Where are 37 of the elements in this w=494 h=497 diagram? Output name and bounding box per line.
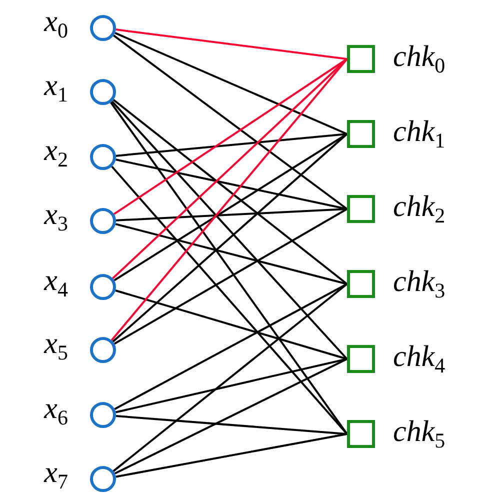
connector-line (115, 290, 348, 360)
variable-label: x$_{3}$ (44, 197, 68, 233)
connector-line (116, 433, 348, 478)
connector-line (113, 34, 348, 210)
variable-label: x$_{2}$ (44, 133, 68, 169)
connector-line (115, 358, 348, 414)
connector-line (112, 283, 348, 472)
connector-line (116, 28, 348, 60)
connector-line (111, 100, 348, 360)
variable-label: x$_{4}$ (44, 263, 68, 299)
variable-label: x$_{0}$ (44, 4, 68, 40)
check-label: chk$_{1}$ (393, 114, 446, 150)
connector-line (116, 208, 348, 222)
connector-line (116, 133, 348, 157)
connector-line (114, 208, 348, 345)
variable-label: x$_{1}$ (44, 68, 68, 104)
connector-line (116, 414, 348, 435)
connector-line (112, 98, 348, 285)
connector-line (114, 133, 348, 282)
variable-label: x$_{7}$ (44, 455, 68, 491)
connector-line (115, 223, 348, 285)
check-label: chk$_{0}$ (393, 39, 446, 75)
connector-line (112, 58, 348, 280)
connector-line (113, 58, 348, 215)
check-label: chk$_{2}$ (393, 189, 446, 225)
connector-line (114, 358, 348, 474)
connector-line (111, 166, 348, 435)
connector-line (110, 58, 348, 341)
check-label: chk$_{3}$ (393, 264, 446, 300)
check-label: chk$_{4}$ (393, 339, 446, 375)
variable-label: x$_{6}$ (44, 391, 68, 427)
connector-line (112, 133, 348, 342)
variable-label: x$_{5}$ (44, 326, 68, 362)
connector-line (116, 158, 348, 210)
connector-line (114, 283, 348, 410)
connector-line (114, 32, 348, 135)
check-label: chk$_{5}$ (393, 414, 446, 450)
